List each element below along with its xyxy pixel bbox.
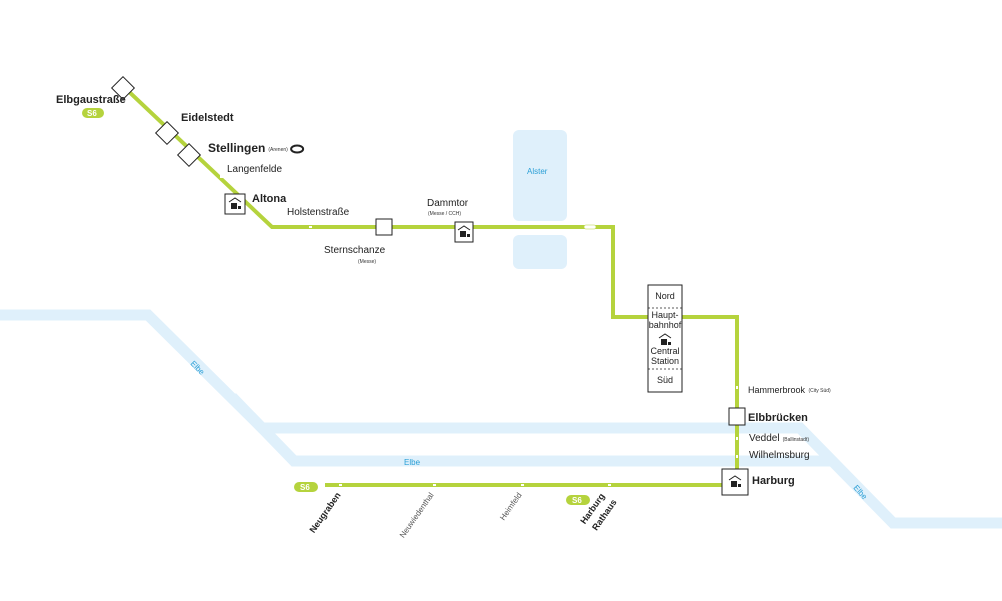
label-hbf-3: Central xyxy=(650,346,679,356)
label-wilhelmsburg: Wilhelmsburg xyxy=(749,450,810,461)
station-hauptbahnhof[interactable] xyxy=(647,284,683,393)
label-sternschanze-note: (Messe) xyxy=(358,259,376,265)
train-station-icon xyxy=(658,333,672,345)
label-neuwiedenthal: Neuwiedenthal xyxy=(398,491,436,540)
label-neugraben: Neugraben xyxy=(307,490,342,534)
label-altona: Altona xyxy=(252,193,287,205)
label-hbf-4: Station xyxy=(651,356,679,366)
label-stellingen: Stellingen xyxy=(208,141,265,155)
label-sternschanze: Sternschanze xyxy=(324,245,386,256)
elbe-label-center: Elbe xyxy=(404,458,421,467)
label-hbf-nord: Nord xyxy=(655,291,675,301)
label-stellingen-note: (Arenen) xyxy=(268,147,288,153)
train-station-icon xyxy=(728,475,742,487)
line-badge-label: S6 xyxy=(300,483,310,492)
alster-lake-south xyxy=(513,235,567,269)
station-ticks xyxy=(220,175,738,486)
station-elbgaustrasse[interactable] xyxy=(110,75,136,101)
label-hammerbrook: Hammerbrook xyxy=(748,385,806,395)
train-station-icon xyxy=(457,225,471,237)
label-elbbruecken: Elbbrücken xyxy=(748,412,808,424)
line-badge-neugraben: S6 xyxy=(294,482,318,492)
line-badge-label: S6 xyxy=(572,496,582,505)
line-badge-harburg-rathaus: S6 xyxy=(566,495,590,505)
label-veddel-note: (Ballinstadt) xyxy=(783,437,810,443)
label-langenfelde: Langenfelde xyxy=(227,164,282,175)
label-hbf-sued: Süd xyxy=(657,375,673,385)
label-hbf-2: bahnhof xyxy=(649,320,682,330)
elbe-river-main xyxy=(0,309,1002,529)
alster-lake-north xyxy=(513,130,567,221)
line-badge-on-line xyxy=(583,224,597,230)
station-eidelstedt[interactable] xyxy=(154,120,180,146)
label-heimfeld: Heimfeld xyxy=(498,491,523,522)
line-badge-label: S6 xyxy=(87,109,97,118)
train-station-icon xyxy=(228,197,242,209)
station-stellingen[interactable] xyxy=(176,142,202,168)
label-dammtor: Dammtor xyxy=(427,198,469,209)
water xyxy=(0,309,1002,529)
label-hbf-1: Haupt- xyxy=(651,310,678,320)
label-hammerbrook-note: (City Süd) xyxy=(809,388,832,394)
line-badge-elbgaustrasse: S6 xyxy=(82,108,104,118)
label-dammtor-note: (Messe / CCH) xyxy=(428,211,461,217)
label-veddel: Veddel xyxy=(749,433,780,444)
elbe-river-south xyxy=(228,393,830,467)
arena-icon xyxy=(290,144,305,154)
station-sternschanze[interactable] xyxy=(375,218,393,236)
label-elbgaustrasse: Elbgaustraße xyxy=(56,94,126,106)
label-harburg: Harburg xyxy=(752,475,795,487)
label-holstenstrasse: Holstenstraße xyxy=(287,207,350,218)
alster-label: Alster xyxy=(527,167,548,176)
station-elbbruecken[interactable] xyxy=(728,407,746,426)
label-eidelstedt: Eidelstedt xyxy=(181,112,234,124)
